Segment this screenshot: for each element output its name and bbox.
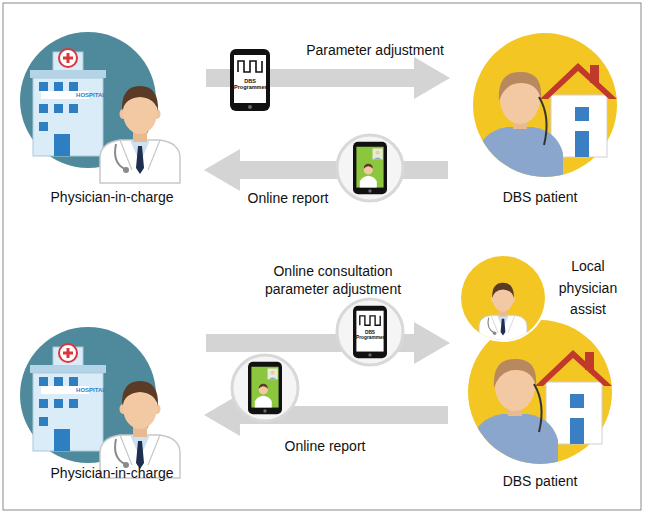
frame — [3, 3, 641, 510]
edge-label: Online report — [228, 189, 348, 207]
video-phone — [248, 362, 282, 415]
local-physician-icon — [479, 283, 527, 341]
video-phone — [353, 142, 387, 195]
physician-node: Physician-in-charge — [18, 300, 206, 482]
patient-node: DBS patient — [448, 340, 632, 490]
local-physician-node: Local physician assist — [458, 252, 638, 338]
phone-disc — [337, 299, 403, 365]
local-ring — [459, 254, 547, 342]
phone-disc — [337, 135, 403, 201]
node-label: DBS patient — [448, 472, 632, 490]
edge-label: Online consultation parameter adjustment — [256, 262, 411, 298]
phone-disc — [232, 355, 298, 421]
node-text-block: DBS patient — [448, 472, 632, 490]
patient-node: DBS patient — [448, 28, 632, 206]
node-text-block: Physician-in-charge — [18, 188, 206, 206]
hospital-doctor-icon — [20, 327, 180, 478]
patient-house-icon — [473, 33, 617, 185]
node-text-block: DBS patient — [448, 188, 632, 206]
node-label: DBS patient — [448, 188, 632, 206]
node-label: Physician-in-charge — [18, 464, 206, 482]
programmer-phone — [353, 306, 387, 359]
edge-label: Parameter adjustment — [285, 41, 465, 59]
physician-node: Physician-in-charge — [18, 28, 206, 206]
phone-screen-text: DBS Programmer — [234, 79, 266, 90]
node-label: Physician-in-charge — [18, 188, 206, 206]
local-circle — [461, 256, 545, 340]
hospital-doctor-icon — [20, 32, 180, 183]
node-text-block: Local physician assist — [546, 256, 630, 321]
local-physician-icon-part — [479, 283, 527, 341]
edge-label: Online report — [265, 437, 385, 455]
building-sign: HOSPITAL — [66, 92, 116, 98]
programmer-phone — [230, 49, 270, 111]
node-text-block: Physician-in-charge — [18, 464, 206, 482]
node-label: Local physician assist — [546, 256, 630, 321]
patient-house-icon — [468, 320, 612, 472]
phone-screen-text: DBS Programmer — [356, 331, 384, 341]
building-sign: HOSPITAL — [66, 387, 116, 393]
